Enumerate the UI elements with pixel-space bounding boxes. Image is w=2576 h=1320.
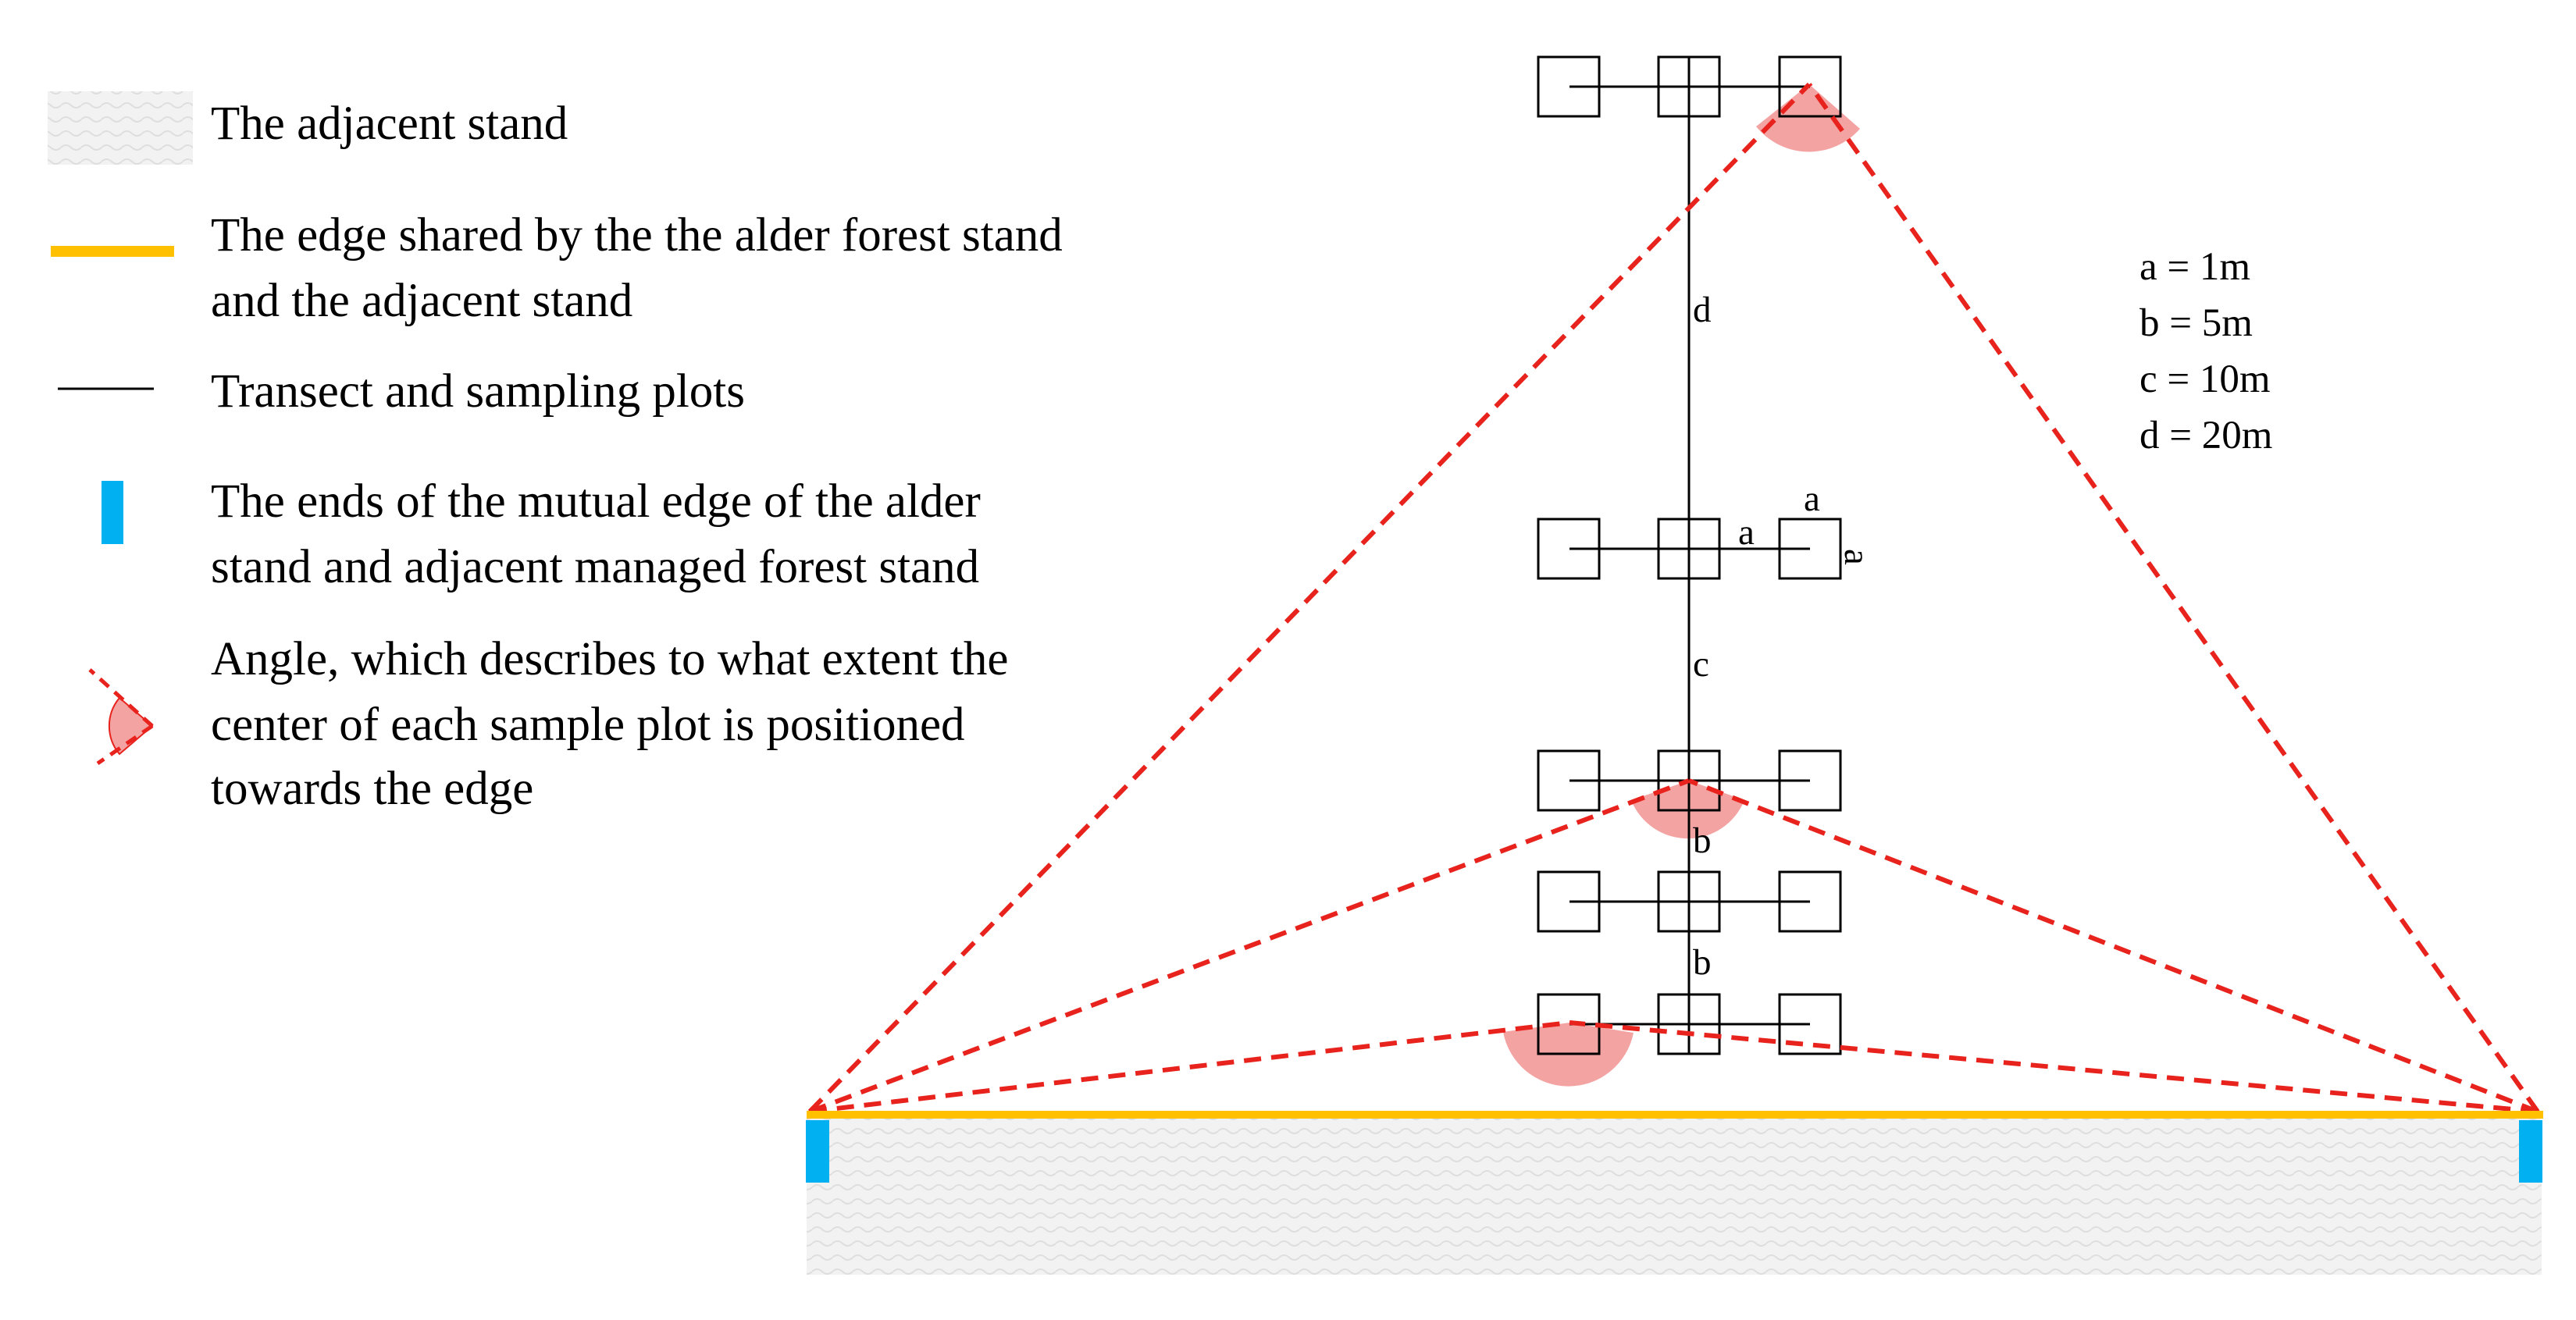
adjacent-stand-area (807, 1115, 2542, 1275)
legend-edge-ends-label-line2: stand and adjacent managed forest stand (211, 541, 979, 593)
label-d: d (1693, 290, 1712, 330)
angle-line-top-right (1807, 83, 2540, 1113)
legend-angle-icon (88, 668, 154, 766)
legend-angle-label-line3: towards the edge (211, 763, 533, 815)
plot-row-1 (1537, 55, 1842, 118)
edge-end-left (806, 1120, 829, 1183)
label-b-upper: b (1693, 820, 1712, 861)
label-b-lower: b (1693, 942, 1712, 983)
parameter-d: d = 20m (2140, 414, 2272, 457)
label-a-top: a (1804, 479, 1820, 519)
legend-adjacent-stand-label: The adjacent stand (211, 98, 568, 150)
label-c: c (1693, 644, 1709, 685)
legend-shared-edge-label-line2: and the adjacent stand (211, 275, 632, 327)
label-a-between: a (1738, 512, 1755, 553)
angle-line-top-left (807, 82, 1812, 1114)
legend-transect-label: Transect and sampling plots (211, 365, 745, 418)
parameter-a: a = 1m (2140, 245, 2250, 289)
legend-edge-ends-label-line1: The ends of the mutual edge of the alder (211, 475, 981, 528)
angle-lines (807, 82, 2540, 1114)
plot-row-4 (1537, 870, 1842, 933)
angle-wedge-top (1756, 84, 1860, 152)
plot-row-2 (1537, 518, 1842, 580)
legend-angle-label-line2: center of each sample plot is positioned (211, 699, 965, 751)
edge-end-right (2519, 1120, 2542, 1183)
legend-edge-end-swatch (102, 481, 123, 544)
legend-shared-edge-label-line1: The edge shared by the the alder forest … (211, 209, 1063, 262)
parameter-b: b = 5m (2140, 301, 2253, 345)
angle-wedges (1503, 84, 1860, 1087)
legend-angle-label-line1: Angle, which describes to what extent th… (211, 633, 1008, 685)
angle-line-bottom-right (1569, 1020, 2539, 1114)
legend-adjacent-stand-swatch (48, 91, 193, 165)
parameter-c: c = 10m (2140, 358, 2271, 401)
parameter-key: a = 1m b = 5m c = 10m d = 20m (2140, 245, 2272, 457)
angle-line-middle-right (1687, 778, 2539, 1114)
angle-line-middle-left (808, 778, 1691, 1114)
label-a-side: a (1837, 549, 1877, 565)
angle-line-bottom-left (809, 1020, 1570, 1114)
legend: The adjacent stand The edge shared by th… (48, 91, 1063, 815)
